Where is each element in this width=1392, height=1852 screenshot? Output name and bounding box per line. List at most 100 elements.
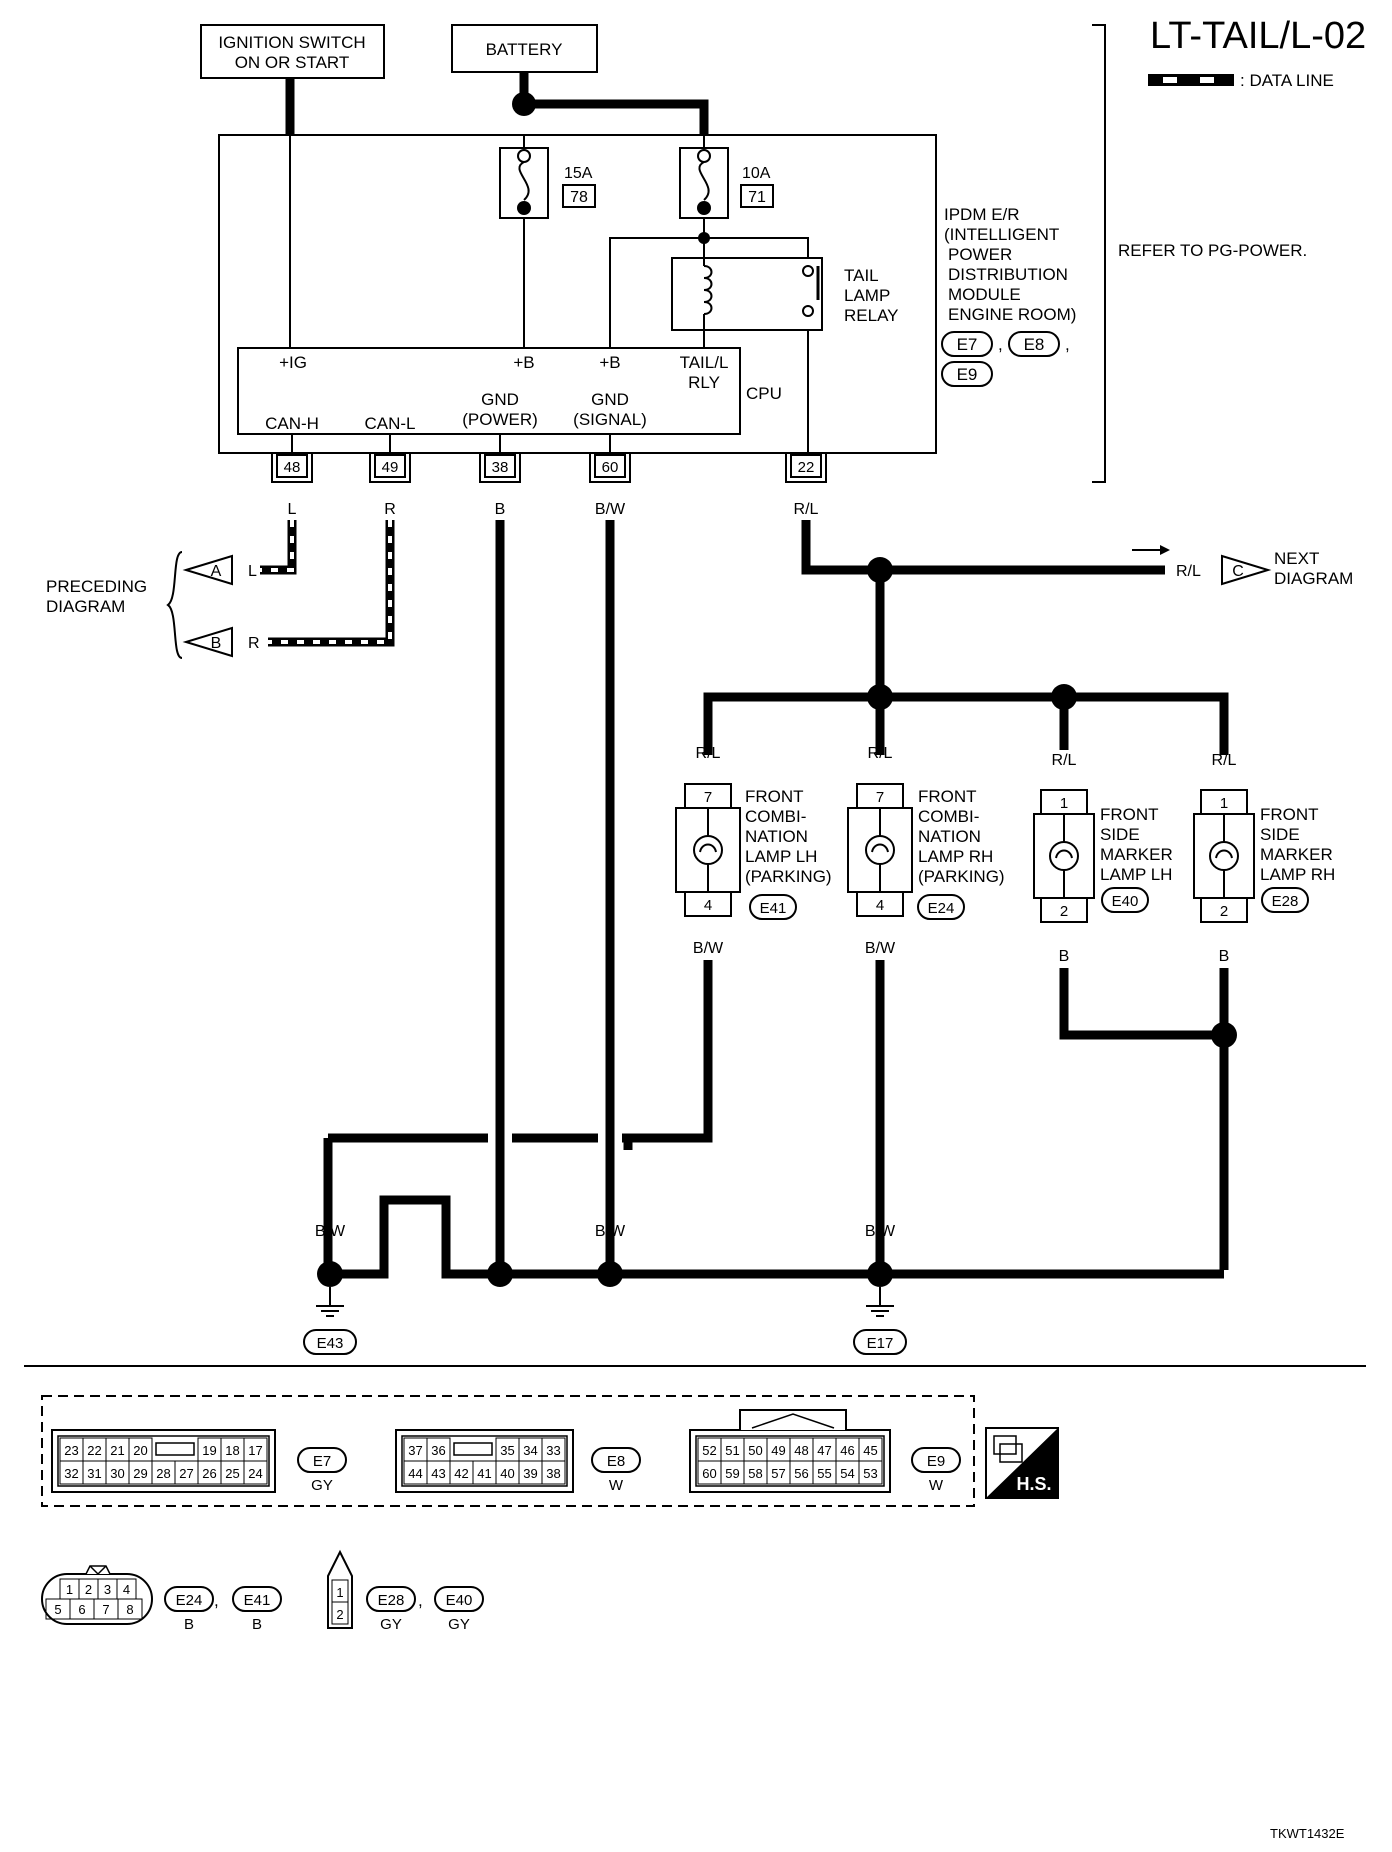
svg-text:SIDE: SIDE [1260,825,1300,844]
svg-text:CAN-L: CAN-L [364,414,415,433]
svg-text:BATTERY: BATTERY [486,40,563,59]
svg-text:10A: 10A [742,165,771,182]
svg-text:NATION: NATION [918,827,981,846]
pin-number: 33 [546,1443,560,1458]
pin-number: 24 [248,1466,262,1481]
pin-number: 56 [794,1466,808,1481]
svg-text:FRONT: FRONT [1260,805,1319,824]
svg-text:B/W: B/W [595,1223,626,1240]
svg-text:R/L: R/L [1212,752,1237,769]
svg-text:LAMP RH: LAMP RH [918,847,993,866]
pin-number: 44 [408,1466,422,1481]
pin-number: 37 [408,1443,422,1458]
pin-number: 26 [202,1466,216,1481]
connector-label-oval [591,1447,641,1473]
svg-text:LAMP LH: LAMP LH [1100,865,1172,884]
connector-color: B [184,1616,194,1633]
ipdm-pin-38: 38 [479,453,521,483]
svg-text:2: 2 [1220,903,1228,920]
cpu-input-labels: +IG +B +B TAIL/L RLY [279,353,728,392]
svg-text:E41: E41 [760,900,787,917]
svg-text:B: B [495,1223,506,1240]
svg-text:A: A [211,563,222,580]
connector-color: GY [311,1477,333,1494]
data-line-label: : DATA LINE [1240,71,1334,90]
svg-text:B: B [1219,1223,1230,1240]
pin-number: 50 [748,1443,762,1458]
pin-number: 25 [225,1466,239,1481]
pin-number: 41 [477,1466,491,1481]
pin-number: 6 [78,1602,85,1617]
svg-text:38: 38 [492,459,509,476]
next-diagram: R/L C NEXT DIAGRAM [1132,545,1353,588]
pin-number: 46 [840,1443,854,1458]
cpu-output-stubs [291,434,611,453]
svg-text:RELAY: RELAY [844,306,899,325]
svg-text:(INTELLIGENT: (INTELLIGENT [944,225,1059,244]
svg-text:DISTRIBUTION: DISTRIBUTION [948,265,1068,284]
ipdm-connectors-frame [41,1395,975,1507]
pin-number: 53 [863,1466,877,1481]
pin-number: 45 [863,1443,877,1458]
svg-text:R/L: R/L [794,501,819,518]
svg-text:B: B [1219,948,1230,965]
comma: , [214,1591,219,1610]
svg-text:L: L [248,563,257,580]
cpu-box [237,347,741,435]
pin-number: 40 [500,1466,514,1481]
connector-label: E28 [378,1592,405,1609]
pin-number: 38 [546,1466,560,1481]
battery-box: BATTERY [451,24,598,73]
svg-text:7: 7 [704,789,712,806]
svg-text:(PARKING): (PARKING) [745,867,832,886]
pin-number: 28 [156,1466,170,1481]
svg-text:CAN-H: CAN-H [265,414,319,433]
pin-number: 2 [85,1582,92,1597]
svg-text:COMBI-: COMBI- [745,807,806,826]
pin-number: 17 [248,1443,262,1458]
ipdm-label: IPDM E/R (INTELLIGENT POWER DISTRIBUTION… [944,205,1076,324]
pin-number: 23 [64,1443,78,1458]
svg-text:R: R [248,635,260,652]
ipdm-pin-22: 22 [785,453,827,483]
svg-text:1: 1 [1220,795,1228,812]
cpu-output-labels: CAN-H CAN-L GND (POWER) GND (SIGNAL) [265,390,647,433]
svg-text:,: , [1065,335,1070,354]
svg-text:E17: E17 [867,1335,894,1352]
connector-label-oval [232,1586,282,1612]
pin-number: 39 [523,1466,537,1481]
ground-e43: E43 [303,1287,357,1355]
pin-number: 55 [817,1466,831,1481]
wire-crossover-lines [495,1120,615,1156]
connector-label: E9 [927,1453,945,1470]
pin-number: 60 [702,1466,716,1481]
connector-label: E41 [244,1592,271,1609]
pin-number: 1 [336,1585,343,1600]
svg-text:B: B [211,635,222,652]
connector-color: W [609,1477,624,1494]
pin-number: 54 [840,1466,854,1481]
svg-text:POWER: POWER [948,245,1012,264]
fuse-15a: 15A 78 [499,147,596,219]
pin-number: 2 [336,1607,343,1622]
main-wires [323,520,1229,1279]
svg-text:LAMP LH: LAMP LH [745,847,817,866]
pin-number: 3 [104,1582,111,1597]
svg-text:GND: GND [591,390,629,409]
pin-number: 4 [123,1582,130,1597]
svg-text:MARKER: MARKER [1260,845,1333,864]
can-h-data-line [260,520,297,575]
svg-text:RLY: RLY [688,373,720,392]
connector-label-oval [434,1586,484,1612]
ipdm-box [218,134,937,454]
ipdm-pin-48: 48 [271,453,313,483]
pin-number: 48 [794,1443,808,1458]
connector-label: E7 [313,1453,331,1470]
svg-text:2: 2 [1060,903,1068,920]
ipdm-connector-labels: E7 , E8 , E9 [941,331,1070,387]
svg-text:R: R [384,501,396,518]
